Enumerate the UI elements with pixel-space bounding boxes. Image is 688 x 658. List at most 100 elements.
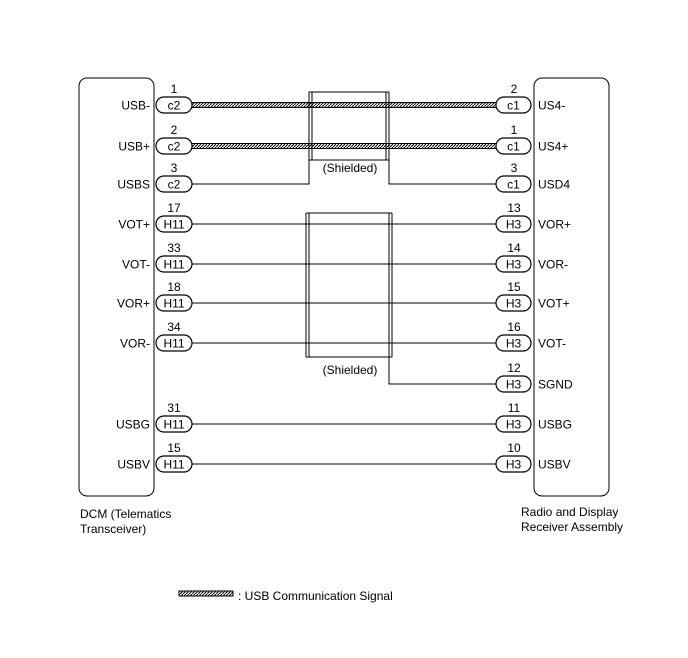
right-connector-vot--id: H3 [506,337,522,351]
left-connector-vot+-outline [155,215,193,233]
dcm-caption: DCM (Telematics Transceiver) [80,507,171,537]
right-connector-sgnd-id: H3 [506,378,522,392]
left-terminal-label: USBG [116,418,150,432]
right-pin-number: 16 [507,320,521,334]
left-connector-vor--outline [155,334,193,352]
right-terminal-label: VOT- [538,337,566,351]
dcm-caption-line1: DCM (Telematics [80,507,172,521]
left-pin-number: 18 [167,280,181,294]
right-connector-vor--outline [495,255,532,273]
dcm-caption-line2: Transceiver) [80,522,147,536]
right-pin-number: 11 [508,401,521,415]
left-connector-usb--id: c2 [168,99,181,113]
right-connector-usd4: c1 [495,175,532,193]
right-terminal-label: VOT+ [538,297,570,311]
left-connector-vor+: H11 [155,294,193,312]
right-terminal-label: USBV [538,458,571,472]
right-connector-usbg-id: H3 [506,418,522,432]
right-connector-vot+: H3 [495,294,532,312]
left-terminal-label: USBV [117,458,150,472]
right-pin-number: 13 [507,201,521,215]
radio-receiver-caption: Radio and Display Receiver Assembly [521,505,623,535]
right-pin-number: 2 [511,82,518,96]
left-pin-number: 15 [167,441,181,455]
radio-receiver-caption-line1: Radio and Display [521,505,619,519]
left-connector-usbg-outline [155,415,193,433]
right-connector-vot+-outline [495,294,532,312]
left-connector-usbg: H11 [155,415,193,433]
left-connector-vot+-id: H11 [163,218,184,232]
right-connector-us4+-outline [495,137,532,155]
left-connector-usbs-id: c2 [168,178,181,192]
left-connector-vor+-id: H11 [163,297,184,311]
right-connector-usbg: H3 [495,415,532,433]
right-connector-us4-: c1 [495,96,532,114]
radio-receiver-component-box [533,77,610,497]
right-connector-vot-: H3 [495,334,532,352]
left-connector-usbg-id: H11 [163,418,184,432]
left-connector-usb--outline [155,96,193,114]
left-connector-usb+: c2 [155,137,193,155]
right-connector-us4--outline [495,96,532,114]
left-connector-vot--id: H11 [163,258,184,272]
right-terminal-label: US4- [538,99,565,113]
left-connector-usbv-id: H11 [163,458,184,472]
usb-signal-wire-2 [191,143,497,149]
wire-layer [191,102,497,465]
left-connector-usbv-outline [155,455,193,473]
shield-1-label: (Shielded) [323,161,378,175]
legend-usb-signal-swatch [178,590,234,597]
right-connector-usbv-id: H3 [506,458,522,472]
right-pin-number: 1 [511,123,518,137]
radio-receiver-caption-line2: Receiver Assembly [521,520,624,534]
right-connector-vot+-id: H3 [506,297,522,311]
right-connector-vor--id: H3 [506,258,522,272]
right-connector-us4+-id: c1 [507,140,520,154]
left-connector-vot--outline [155,255,193,273]
left-connector-vor+-outline [155,294,193,312]
right-connector-vor+: H3 [495,215,532,233]
left-connector-usbs: c2 [155,175,193,193]
shield-2-label: (Shielded) [323,363,378,377]
right-connector-vor+-outline [495,215,532,233]
left-terminal-label: VOR- [120,337,150,351]
shield-ground-wire [388,357,496,385]
left-pin-number: 2 [171,123,178,137]
left-pin-number: 17 [167,201,181,215]
usb-signal-wire-1 [191,102,497,108]
right-connector-usbv-outline [495,455,532,473]
right-connector-sgnd-outline [495,375,532,393]
right-terminal-label: USD4 [538,178,570,192]
left-terminal-label: USB- [121,99,150,113]
left-terminal-label: USBS [117,178,150,192]
right-connector-vor+-id: H3 [506,218,522,232]
right-connector-usd4-id: c1 [507,178,520,192]
left-connector-vor--id: H11 [163,337,184,351]
legend-usb-signal-label: : USB Communication Signal [238,589,393,603]
right-connector-usd4-outline [495,175,532,193]
right-connector-usbg-outline [495,415,532,433]
right-connector-sgnd: H3 [495,375,532,393]
left-terminal-label: VOT- [122,258,150,272]
left-terminal-label: USB+ [118,140,150,154]
shield-2 [305,212,393,358]
right-terminal-label: VOR- [538,258,568,272]
shield-1 [308,91,390,161]
left-connector-vor-: H11 [155,334,193,352]
right-connector-usbv: H3 [495,455,532,473]
left-connector-usb+-id: c2 [168,140,181,154]
right-pin-number: 3 [511,161,518,175]
left-pin-number: 34 [167,320,181,334]
left-pin-number: 1 [171,82,178,96]
right-pin-number: 10 [507,441,521,455]
left-connector-usbs-outline [155,175,193,193]
left-pin-number: 3 [171,161,178,175]
left-connector-usb+-outline [155,137,193,155]
dcm-component-box [78,77,155,497]
left-pin-number: 31 [167,401,181,415]
right-terminal-label: US4+ [538,140,568,154]
left-connector-usbv: H11 [155,455,193,473]
right-connector-us4+: c1 [495,137,532,155]
